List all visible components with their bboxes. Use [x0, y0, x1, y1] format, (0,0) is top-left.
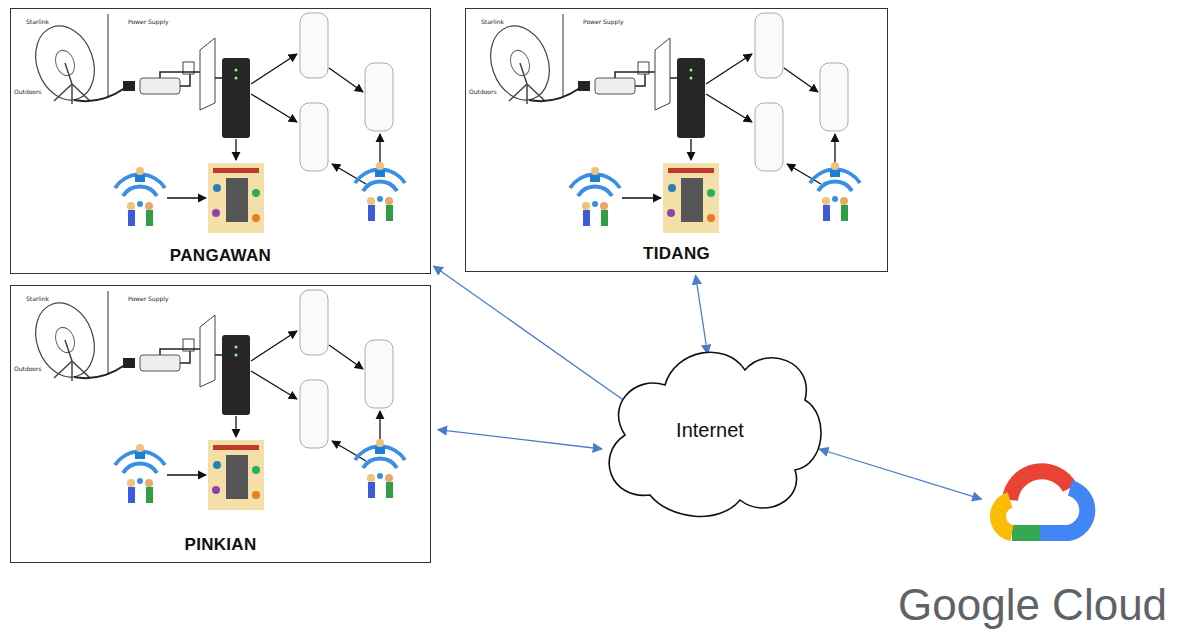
site-name: PANGAWAN [170, 246, 271, 266]
site-box: TIDANG [465, 8, 888, 272]
site-box: PANGAWAN [10, 8, 431, 274]
network-link [434, 266, 631, 405]
device-label: Outdoors [469, 88, 497, 95]
logo-yellow [998, 500, 1012, 533]
logo-red [1010, 471, 1070, 500]
device-label: Starlink [26, 18, 49, 25]
provider-name: Google Cloud [898, 580, 1167, 630]
site-name: TIDANG [643, 244, 710, 264]
cloud-label: Internet [676, 419, 744, 442]
logo-blue [1040, 488, 1087, 533]
logo-green [1012, 525, 1040, 541]
site-illustration [481, 13, 860, 233]
device-label: Power Supply [583, 18, 624, 25]
device-label: Starlink [481, 18, 504, 25]
site-illustration [26, 290, 405, 510]
device-label: Power Supply [128, 18, 169, 25]
google-cloud-logo [998, 471, 1087, 533]
device-label: Outdoors [14, 88, 42, 95]
network-link [696, 275, 708, 354]
network-link [819, 449, 981, 499]
site-illustration [26, 13, 405, 233]
device-label: Starlink [26, 295, 49, 302]
cloud-shape [609, 352, 821, 516]
site-box: PINKIAN [10, 285, 431, 563]
network-link [438, 430, 602, 449]
device-label: Power Supply [128, 295, 169, 302]
internet-cloud: Internet [590, 335, 830, 525]
cloud-provider: Google Cloud [890, 445, 1195, 632]
device-label: Outdoors [14, 365, 42, 372]
site-name: PINKIAN [185, 535, 257, 555]
